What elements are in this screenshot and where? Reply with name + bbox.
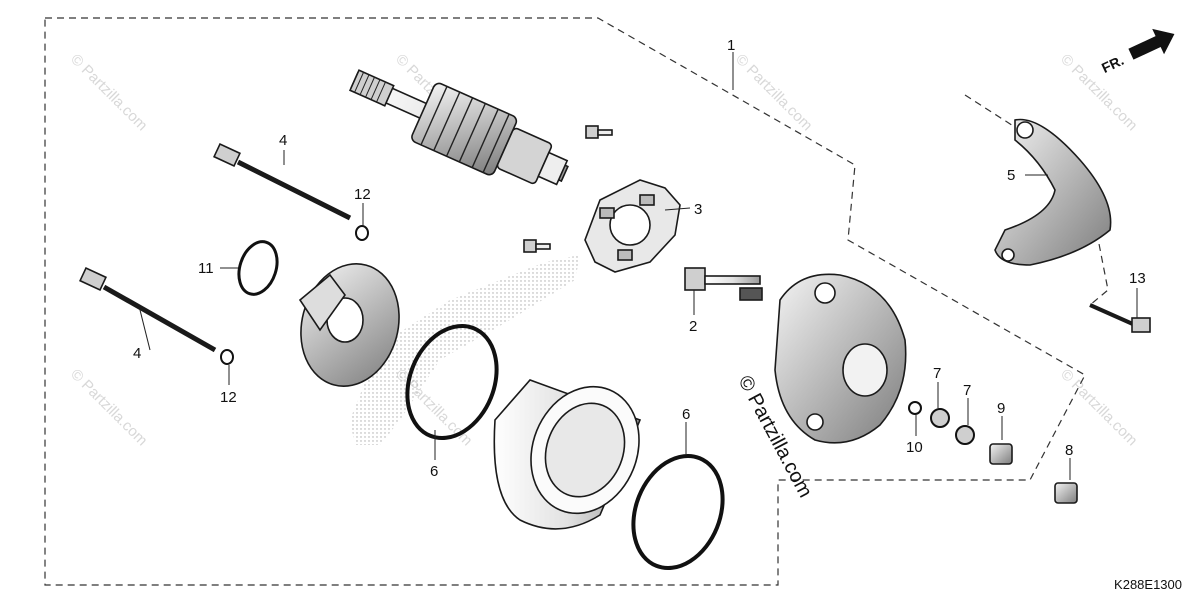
- callout-4: 4: [279, 132, 287, 149]
- callout-7: 7: [933, 365, 941, 382]
- nut-8: [1054, 482, 1078, 504]
- callout-4: 4: [133, 345, 141, 362]
- assembly-outline: [44, 17, 1086, 586]
- washer-10: [908, 401, 922, 415]
- yoke: [493, 379, 642, 530]
- armature: [348, 69, 569, 186]
- callout-7: 7: [963, 382, 971, 399]
- brush-holder: [584, 179, 681, 273]
- front-direction-arrow-icon: FR.: [1099, 28, 1175, 76]
- watermark: © Partzilla.com: [1057, 366, 1140, 449]
- callouts: 1 2 3 4 4 5 6 6 7 7 8 9 10 11 12 12 13: [133, 37, 1146, 480]
- rear-bracket: [298, 263, 400, 387]
- seal-ring: [631, 453, 725, 571]
- callout-2: 2: [689, 318, 697, 335]
- long-bolt: [79, 266, 217, 353]
- long-bolt: [213, 142, 352, 221]
- rear-cover: [994, 118, 1112, 266]
- o-ring: [237, 240, 279, 296]
- callout-3: 3: [694, 201, 702, 218]
- front-housing: [774, 273, 907, 444]
- callout-5: 5: [1007, 167, 1015, 184]
- nut-9: [989, 443, 1013, 465]
- leader-lines: [139, 52, 1138, 480]
- bearing: [930, 408, 950, 428]
- watermark: © Partzilla.com: [67, 51, 150, 134]
- callout-11: 11: [198, 260, 214, 277]
- bolt-13: [1089, 303, 1151, 333]
- washer: [220, 349, 234, 365]
- bearing: [955, 425, 975, 445]
- screw: [523, 239, 551, 253]
- callout-6: 6: [430, 463, 438, 480]
- callout-9: 9: [997, 400, 1005, 417]
- direction-label: FR.: [1099, 52, 1126, 76]
- callout-8: 8: [1065, 442, 1073, 459]
- diagram-code: K288E1300: [1114, 577, 1182, 592]
- callout-12: 12: [220, 389, 237, 406]
- callout-6: 6: [682, 406, 690, 423]
- seal-ring: [405, 323, 499, 441]
- callout-12: 12: [354, 186, 371, 203]
- callout-10: 10: [906, 439, 923, 456]
- watermark: © Partzilla.com: [67, 366, 150, 449]
- callout-13: 13: [1129, 270, 1146, 287]
- screw: [585, 125, 613, 139]
- terminal-bolt: [684, 267, 763, 301]
- callout-1: 1: [727, 37, 735, 54]
- washer: [355, 225, 369, 241]
- watermark: © Partzilla.com: [732, 51, 815, 134]
